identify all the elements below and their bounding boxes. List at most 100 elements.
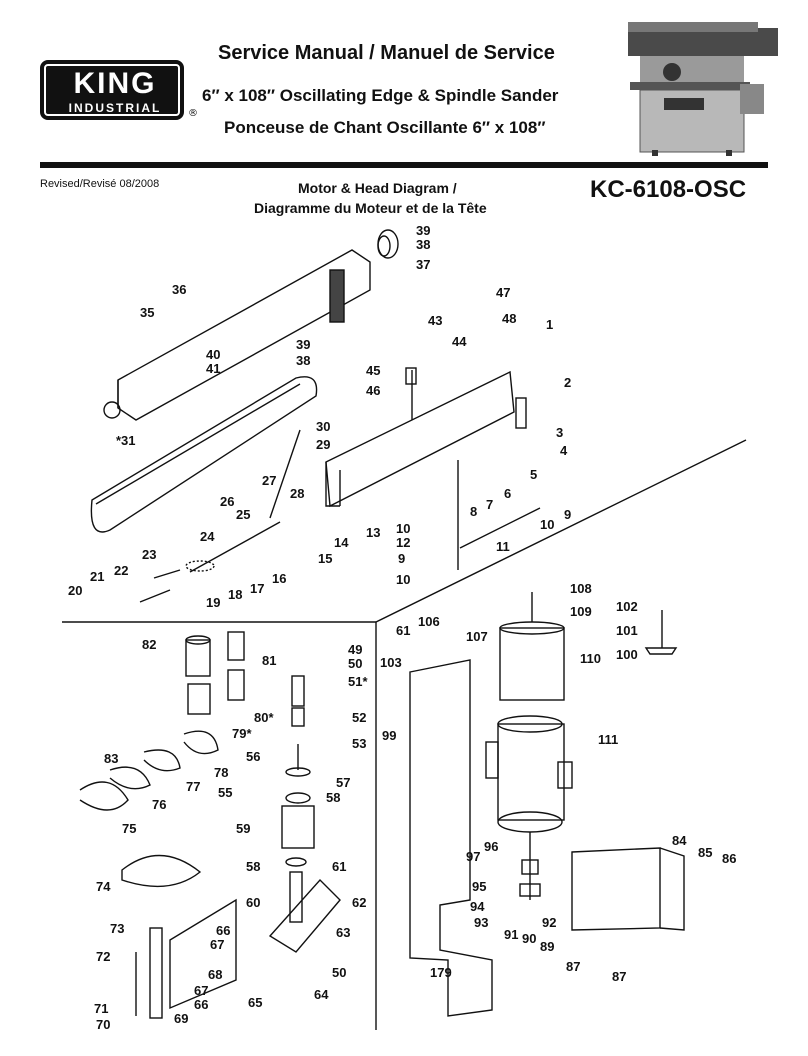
- part-callout: 16: [272, 571, 287, 586]
- part-callout: 10: [396, 521, 411, 536]
- part-callout: 22: [114, 563, 129, 578]
- part-callout: 95: [472, 879, 487, 894]
- part-callout: 81: [262, 653, 277, 668]
- part-callout: 37: [416, 257, 431, 272]
- part-callout: 13: [366, 525, 381, 540]
- part-callout: 10: [540, 517, 555, 532]
- part-callout: 74: [96, 879, 111, 894]
- motor-mount-plate: [409, 659, 493, 1017]
- part-callout: 86: [722, 851, 737, 866]
- part-callout: 38: [296, 353, 311, 368]
- part-callout: 3: [556, 425, 564, 440]
- table-beam: [325, 370, 515, 508]
- part-callout: 99: [382, 728, 397, 743]
- part-callout: 66: [216, 923, 231, 938]
- diagram-title-english: Motor & Head Diagram /: [298, 180, 457, 196]
- part-callout: 43: [428, 313, 443, 328]
- part-callout: 61: [396, 623, 411, 638]
- part-callout: 97: [466, 849, 481, 864]
- part-callout: 108: [570, 581, 592, 596]
- part-callout: 67: [210, 937, 225, 952]
- part-callout: 39: [416, 223, 431, 238]
- part-callout: 10: [396, 572, 411, 587]
- part-callout: 15: [318, 551, 333, 566]
- part-callout: 28: [290, 486, 305, 501]
- electric-motor: [485, 715, 573, 900]
- sanding-inserts: [79, 730, 219, 888]
- part-callout: 25: [236, 507, 251, 522]
- sander-machine-illustration: [628, 22, 778, 156]
- model-number: KC-6108-OSC: [590, 176, 747, 203]
- part-callout: 23: [142, 547, 157, 562]
- spindle-shaft: [268, 744, 341, 953]
- part-callout: 94: [470, 899, 485, 914]
- part-callout: 58: [246, 859, 261, 874]
- part-callout: 39: [296, 337, 311, 352]
- part-callout: 24: [200, 529, 215, 544]
- part-callout: 50: [348, 656, 363, 671]
- part-callout: 91: [504, 927, 519, 942]
- part-callout: *31: [116, 433, 136, 448]
- part-callout: 110: [580, 651, 601, 666]
- registered-mark: ®: [188, 108, 198, 119]
- part-callout: 76: [152, 797, 167, 812]
- part-callout: 27: [262, 473, 277, 488]
- part-callout: 72: [96, 949, 111, 964]
- part-callout: 80*: [254, 710, 274, 725]
- part-callout: 57: [336, 775, 351, 790]
- part-callout: 107: [466, 629, 488, 644]
- pulley-part: [377, 229, 399, 259]
- part-callout: 78: [214, 765, 229, 780]
- part-callout: 70: [96, 1017, 111, 1032]
- revision-date: Revised/Revisé 08/2008: [40, 178, 160, 190]
- part-callout: 30: [316, 419, 331, 434]
- spindle-sleeves: [185, 631, 305, 727]
- part-callout: 21: [90, 569, 105, 584]
- part-callout: 20: [68, 583, 83, 598]
- part-callout: 102: [616, 599, 638, 614]
- part-callout: 14: [334, 535, 349, 550]
- part-callout: 77: [186, 779, 201, 794]
- part-callout: 84: [672, 833, 687, 848]
- part-callout: 35: [140, 305, 155, 320]
- linkage-rods: [139, 367, 541, 603]
- part-callout: 73: [110, 921, 125, 936]
- part-callout: 29: [316, 437, 331, 452]
- part-callout: 109: [570, 604, 592, 619]
- part-callout: 63: [336, 925, 351, 940]
- part-callout: 64: [314, 987, 329, 1002]
- part-callout: 4: [560, 443, 568, 458]
- part-callout: 90: [522, 931, 537, 946]
- part-callout: 61: [332, 859, 347, 874]
- part-callout: 55: [218, 785, 233, 800]
- part-callout: 38: [416, 237, 431, 252]
- part-callout: 179: [430, 965, 452, 980]
- part-callout: 66: [194, 997, 209, 1012]
- part-callout: 46: [366, 383, 381, 398]
- part-callout: 6: [504, 486, 512, 501]
- part-callout: 56: [246, 749, 261, 764]
- part-callout: 17: [250, 581, 265, 596]
- part-callout: 103: [380, 655, 402, 670]
- part-callout: 2: [564, 375, 572, 390]
- part-callout: 59: [236, 821, 251, 836]
- part-callout: 75: [122, 821, 137, 836]
- section-divider: [375, 439, 747, 623]
- part-callout: 5: [530, 467, 538, 482]
- part-callout: 9: [398, 551, 406, 566]
- guard-brackets: [135, 898, 237, 1019]
- part-callout: 51*: [348, 674, 368, 689]
- part-callout: 11: [496, 539, 510, 554]
- part-callout: 58: [326, 790, 341, 805]
- part-callout: 45: [366, 363, 381, 378]
- part-callout: 67: [194, 983, 209, 998]
- part-callout: 48: [502, 311, 517, 326]
- handle-part: [644, 610, 678, 655]
- motor-coupling: [519, 859, 541, 897]
- part-callout: 53: [352, 736, 367, 751]
- part-callout: 111: [598, 732, 619, 747]
- part-callout: 69: [174, 1011, 189, 1026]
- king-industrial-logo: KING INDUSTRIAL: [40, 60, 184, 120]
- part-callout: 62: [352, 895, 367, 910]
- part-callout: 87: [612, 969, 627, 984]
